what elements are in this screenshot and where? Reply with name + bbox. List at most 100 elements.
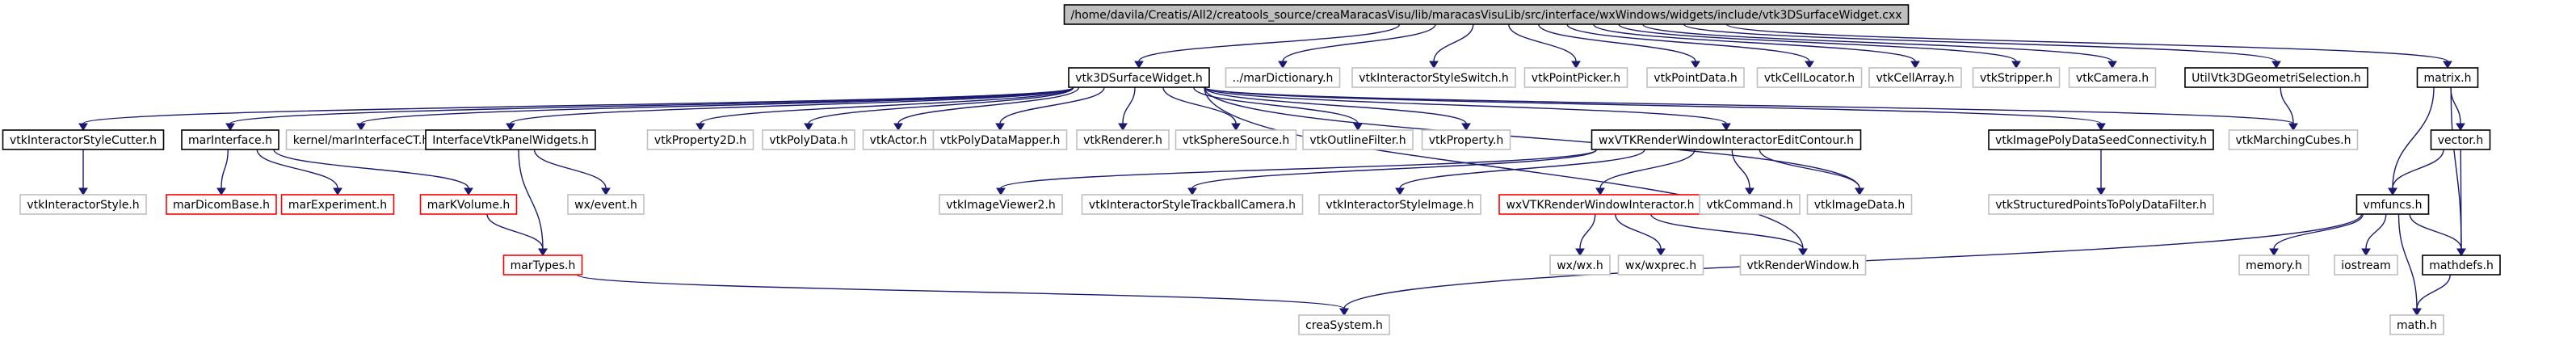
node-box-marinterfacect_h [285, 129, 437, 150]
node-math_h[interactable]: math.h [2389, 314, 2444, 335]
node-vtkstructuredpointstopolydatafilter_h[interactable]: vtkStructuredPointsToPolyDataFilter.h [1988, 194, 2214, 215]
node-vtkmarchingcubes_h[interactable]: vtkMarchingCubes.h [2228, 129, 2359, 150]
node-mardictionary_h[interactable]: ../marDictionary.h [1225, 67, 1341, 88]
node-marexperiment_h[interactable]: marExperiment.h [280, 194, 395, 215]
node-vtk3dsurfacewidget_h[interactable]: vtk3DSurfaceWidget.h [1068, 67, 1210, 88]
node-vtkimagepolydataseedconnectivity_h[interactable]: vtkImagePolyDataSeedConnectivity.h [1988, 129, 2214, 150]
node-mardicombase_h[interactable]: marDicomBase.h [166, 194, 277, 215]
arrowhead-root-to-vtkinteractorstyleswitch_h [1429, 61, 1439, 69]
node-vtkimagedata_h[interactable]: vtkImageData.h [1806, 194, 1913, 215]
edge-vtk3dsurfacewidget_h-to-vtkproperty_h [1204, 86, 1467, 124]
edge-matrix_h-to-mathdefs_h [2450, 86, 2462, 250]
node-vtkcamera_h[interactable]: vtkCamera.h [2068, 67, 2157, 88]
node-box-vtkstripper_h [1972, 67, 2061, 88]
node-vtkpolydatamapper_h[interactable]: vtkPolyDataMapper.h [932, 129, 1068, 150]
node-iostream[interactable]: iostream [2334, 255, 2398, 276]
node-label-martypes_h: marTypes.h [511, 259, 576, 272]
node-label-vtkstructuredpointstopolydatafilter_h: vtkStructuredPointsToPolyDataFilter.h [1995, 199, 2207, 212]
node-vtkinteractorstyleimage_h[interactable]: vtkInteractorStyleImage.h [1318, 194, 1481, 215]
edge-vtk3dsurfacewidget_h-to-vtkproperty2d_h [700, 86, 1074, 124]
arrowhead-utilvtk3dgeometriselection_h-to-vtkmarchingcubes_h [2288, 123, 2298, 131]
edge-interfacevtkpanelwidgets_h-to-martypes_h [518, 149, 544, 250]
arrowhead-interfacevtkpanelwidgets_h-to-wx_event_h [601, 187, 611, 196]
node-markvolume_h[interactable]: marKVolume.h [419, 194, 518, 215]
node-box-matrix_h [2416, 67, 2479, 88]
node-label-vtkinteractorstyleswitch_h: vtkInteractorStyleSwitch.h [1359, 72, 1509, 85]
node-root[interactable]: /home/davila/Creatis/All2/creatools_sour… [1063, 4, 1910, 25]
node-vtkpointpicker_h[interactable]: vtkPointPicker.h [1523, 67, 1628, 88]
edge-root-to-vtkpointpicker_h [1508, 23, 1577, 62]
node-vtkstripper_h[interactable]: vtkStripper.h [1972, 67, 2061, 88]
node-utilvtk3dgeometriselection_h[interactable]: UtilVtk3DGeometriSelection.h [2184, 67, 2368, 88]
edge-root-to-vtkinteractorstyleswitch_h [1433, 23, 1474, 62]
node-memory_h[interactable]: memory.h [2238, 255, 2309, 276]
node-vtkrenderwindow_h[interactable]: vtkRenderWindow.h [1739, 255, 1867, 276]
edge-vtk3dsurfacewidget_h-to-vtkpolydata_h [808, 86, 1074, 124]
edge-matrix_h-to-vector_h [2450, 86, 2461, 124]
node-box-vtkrenderwindow_h [1739, 255, 1867, 276]
node-label-vtkspheresource_h: vtkSphereSource.h [1183, 134, 1290, 147]
node-vtkinteractorstyleswitch_h[interactable]: vtkInteractorStyleSwitch.h [1351, 67, 1516, 88]
edge-vmfuncs_h-to-memory_h [2273, 213, 2364, 250]
node-wx_event_h[interactable]: wx/event.h [567, 194, 645, 215]
node-label-creasystem_h: creaSystem.h [1305, 319, 1383, 332]
node-vtkinteractorstyle_h[interactable]: vtkInteractorStyle.h [19, 194, 147, 215]
node-label-vtkimagepolydataseedconnectivity_h: vtkImagePolyDataSeedConnectivity.h [1995, 134, 2207, 147]
edge-vtk3dsurfacewidget_h-to-interfacevtkpanelwidgets_h [510, 86, 1074, 124]
node-vector_h[interactable]: vector.h [2430, 129, 2491, 150]
node-label-iostream: iostream [2341, 259, 2391, 272]
edge-root-to-vtkstripper_h [1618, 23, 2017, 62]
edge-root-to-vtkcellarray_h [1593, 23, 1916, 62]
node-label-mardicombase_h: marDicomBase.h [173, 199, 270, 212]
edge-vtk3dsurfacewidget_h-to-vtkpolydatamapper_h [999, 86, 1105, 124]
node-box-root [1063, 4, 1910, 25]
node-vtkproperty2d_h[interactable]: vtkProperty2D.h [646, 129, 754, 150]
node-label-mathdefs_h: mathdefs.h [2429, 259, 2494, 272]
node-label-vtkrenderwindow_h: vtkRenderWindow.h [1747, 259, 1860, 272]
node-label-memory_h: memory.h [2246, 259, 2302, 272]
node-vtkcommand_h[interactable]: vtkCommand.h [1699, 194, 1801, 215]
node-martypes_h[interactable]: marTypes.h [502, 255, 583, 276]
node-vtkactor_h[interactable]: vtkActor.h [862, 129, 935, 150]
node-wxvtkrenderwindowinteractor_h[interactable]: wxVTKRenderWindowInteractor.h [1498, 194, 1702, 215]
node-vtkspheresource_h[interactable]: vtkSphereSource.h [1175, 129, 1297, 150]
node-box-vtkinteractorstyleswitch_h [1351, 67, 1516, 88]
node-box-markvolume_h [419, 194, 518, 215]
node-vtkinteractorstyletrackballcamera_h[interactable]: vtkInteractorStyleTrackballCamera.h [1081, 194, 1304, 215]
node-vtkinteractorstylecutter_h[interactable]: vtkInteractorStyleCutter.h [2, 129, 165, 150]
node-label-vtkinteractorstyleimage_h: vtkInteractorStyleImage.h [1326, 199, 1473, 212]
arrowhead-matrix_h-to-vector_h [2456, 123, 2465, 131]
node-wx_wx_h[interactable]: wx/wx.h [1549, 255, 1611, 276]
node-wxvtkrenderwindowinteractoreditcontour_h[interactable]: wxVTKRenderWindowInteractorEditContour.h [1591, 129, 1862, 150]
node-vtkimageviewer2_h[interactable]: vtkImageViewer2.h [939, 194, 1063, 215]
node-matrix_h[interactable]: matrix.h [2416, 67, 2479, 88]
edge-wxvtkrenderwindowinteractor_h-to-wx_wxprec_h [1615, 213, 1662, 250]
node-wx_wxprec_h[interactable]: wx/wxprec.h [1617, 255, 1704, 276]
node-vmfuncs_h[interactable]: vmfuncs.h [2355, 194, 2430, 215]
node-box-vtkinteractorstylecutter_h [2, 129, 165, 150]
node-marinterfacect_h[interactable]: kernel/marInterfaceCT.h [285, 129, 437, 150]
edge-vtk3dsurfacewidget_h-to-vtkinteractorstylecutter_h [82, 86, 1074, 124]
node-vtkrenderer_h[interactable]: vtkRenderer.h [1076, 129, 1170, 150]
node-label-wx_event_h: wx/event.h [574, 199, 637, 212]
node-box-vtkrenderer_h [1076, 129, 1170, 150]
node-mathdefs_h[interactable]: mathdefs.h [2422, 255, 2501, 276]
node-box-vtkinteractorstyleimage_h [1318, 194, 1481, 215]
node-label-math_h: math.h [2397, 319, 2437, 332]
arrowhead-vtk3dsurfacewidget_h-to-vtkrenderer_h [1118, 123, 1128, 131]
node-vtkcellarray_h[interactable]: vtkCellArray.h [1868, 67, 1962, 88]
node-box-wxvtkrenderwindowinteractor_h [1498, 194, 1702, 215]
edge-wxvtkrenderwindowinteractoreditcontour_h-to-vtkimagedata_h [1759, 149, 1860, 189]
node-vtkproperty_h[interactable]: vtkProperty.h [1421, 129, 1511, 150]
node-vtkcelllocator_h[interactable]: vtkCellLocator.h [1756, 67, 1863, 88]
node-vtkpointdata_h[interactable]: vtkPointData.h [1646, 67, 1745, 88]
node-creasystem_h[interactable]: creaSystem.h [1298, 314, 1390, 335]
node-label-vtkoutlinefilter_h: vtkOutlineFilter.h [1309, 134, 1406, 147]
node-interfacevtkpanelwidgets_h[interactable]: InterfaceVtkPanelWidgets.h [425, 129, 596, 150]
edge-vtk3dsurfacewidget_h-to-vtkmarchingcubes_h [1204, 86, 2294, 124]
node-vtkoutlinefilter_h[interactable]: vtkOutlineFilter.h [1302, 129, 1414, 150]
node-box-utilvtk3dgeometriselection_h [2184, 67, 2368, 88]
node-marinterface_h[interactable]: marInterface.h [181, 129, 279, 150]
node-label-vtkimageviewer2_h: vtkImageViewer2.h [946, 199, 1056, 212]
node-vtkpolydata_h[interactable]: vtkPolyData.h [762, 129, 855, 150]
